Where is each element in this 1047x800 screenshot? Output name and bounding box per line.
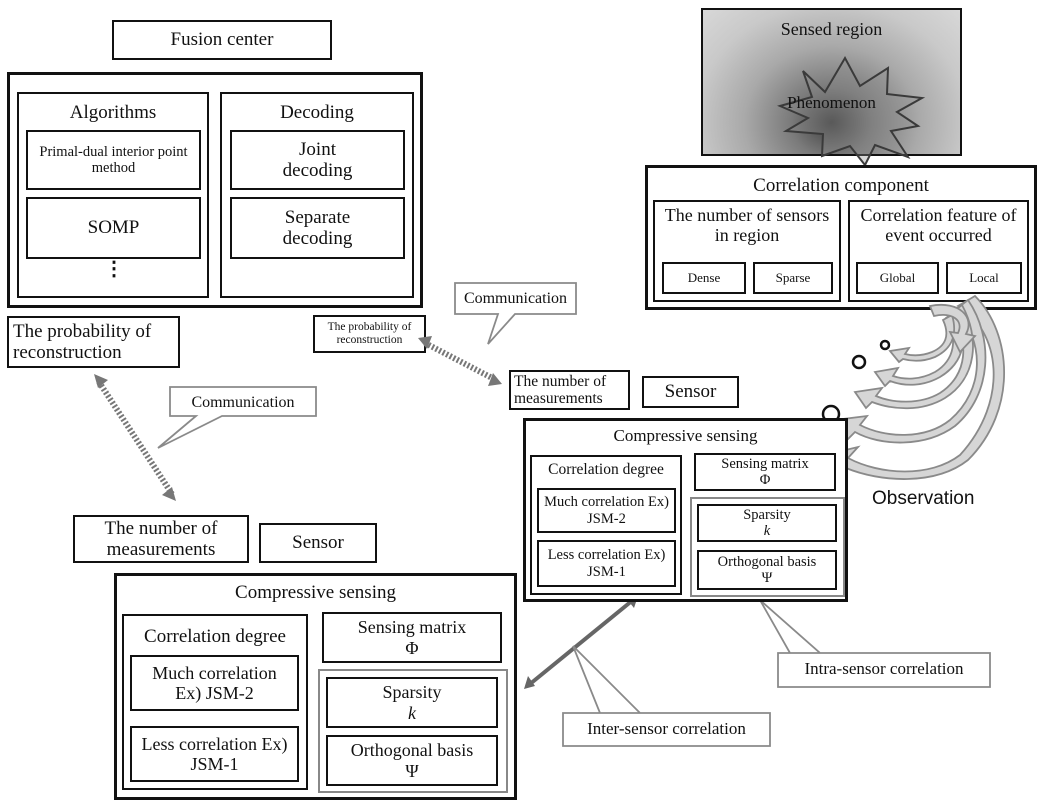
somp-item: SOMP (26, 197, 201, 259)
probability-left: The probability of reconstruction (7, 316, 180, 368)
sparsity-left: Sparsity k (326, 677, 498, 728)
decoding-panel: Decoding (220, 92, 414, 298)
measurements-right: The number of measurements (509, 370, 630, 410)
sensor-right: Sensor (642, 376, 739, 408)
orthogonal-basis-right: Orthogonal basis Ψ (697, 550, 837, 590)
correlation-degree-left-title: Correlation degree (144, 626, 286, 647)
sensing-matrix-left-label: Sensing matrix (357, 617, 467, 638)
orthogonal-basis-right-label: Orthogonal basis (717, 553, 817, 570)
algorithms-panel: Algorithms (17, 92, 209, 298)
communication-label-left: Communication (191, 394, 295, 411)
joint-decoding-item: Joint decoding (230, 130, 405, 190)
sensing-matrix-left-symbol: Φ (405, 637, 419, 658)
correlation-component-title: Correlation component (753, 175, 929, 196)
much-correlation-right: Much correlation Ex) JSM-2 (537, 488, 676, 533)
communication-arrow-right (418, 336, 502, 386)
number-of-sensors-panel: The number of sensors in region (653, 200, 841, 302)
measurements-left: The number of measurements (73, 515, 249, 563)
sensing-matrix-left: Sensing matrix Φ (322, 612, 502, 663)
inter-sensor-label: Inter-sensor correlation (587, 719, 746, 738)
sparsity-left-symbol: k (408, 702, 416, 723)
sparsity-right: Sparsity k (697, 504, 837, 542)
orthogonal-basis-left: Orthogonal basis Ψ (326, 735, 498, 786)
sensor-left: Sensor (259, 523, 377, 563)
communication-arrow-left (94, 374, 176, 501)
correlation-feature-title: Correlation feature of event occurred (860, 205, 1017, 246)
orthogonal-basis-left-symbol: Ψ (405, 760, 419, 781)
observation-label: Observation (872, 488, 975, 509)
sensing-matrix-right: Sensing matrix Φ (694, 453, 836, 491)
separate-decoding-item: Separate decoding (230, 197, 405, 259)
cs-left-title: Compressive sensing (235, 582, 396, 603)
observation-bubbles (821, 339, 891, 424)
sensing-matrix-right-label: Sensing matrix (721, 455, 809, 472)
intra-sensor-label: Intra-sensor correlation (804, 659, 964, 678)
sparsity-right-symbol: k (763, 523, 771, 539)
local-option: Local (946, 262, 1022, 294)
inter-sensor-arrow (524, 596, 638, 689)
algorithms-title: Algorithms (69, 102, 157, 123)
correlation-degree-right-title: Correlation degree (548, 461, 664, 478)
much-correlation-left: Much correlation Ex) JSM-2 (130, 655, 299, 711)
phenomenon-label: Phenomenon (787, 93, 876, 112)
primal-dual-item: Primal-dual interior point method (26, 130, 201, 190)
vertical-ellipsis: ⋮ (104, 258, 124, 280)
communication-label-right: Communication (463, 290, 568, 307)
sparsity-right-label: Sparsity (743, 506, 791, 523)
cs-right-title: Compressive sensing (613, 426, 758, 445)
less-correlation-right: Less correlation Ex) JSM-1 (537, 540, 676, 587)
sensed-region-title: Sensed region (780, 19, 883, 39)
decoding-title: Decoding (280, 102, 354, 123)
dense-option: Dense (662, 262, 746, 294)
global-option: Global (856, 262, 939, 294)
number-of-sensors-title: The number of sensors in region (664, 205, 830, 246)
sparse-option: Sparse (753, 262, 833, 294)
sparsity-left-label: Sparsity (382, 682, 442, 703)
less-correlation-left: Less correlation Ex) JSM-1 (130, 726, 299, 782)
orthogonal-basis-right-symbol: Ψ (761, 570, 773, 586)
fusion-center-title: Fusion center (112, 20, 332, 60)
sensing-matrix-right-symbol: Φ (759, 472, 771, 488)
orthogonal-basis-left-label: Orthogonal basis (350, 740, 474, 761)
probability-right: The probability of reconstruction (313, 315, 426, 353)
